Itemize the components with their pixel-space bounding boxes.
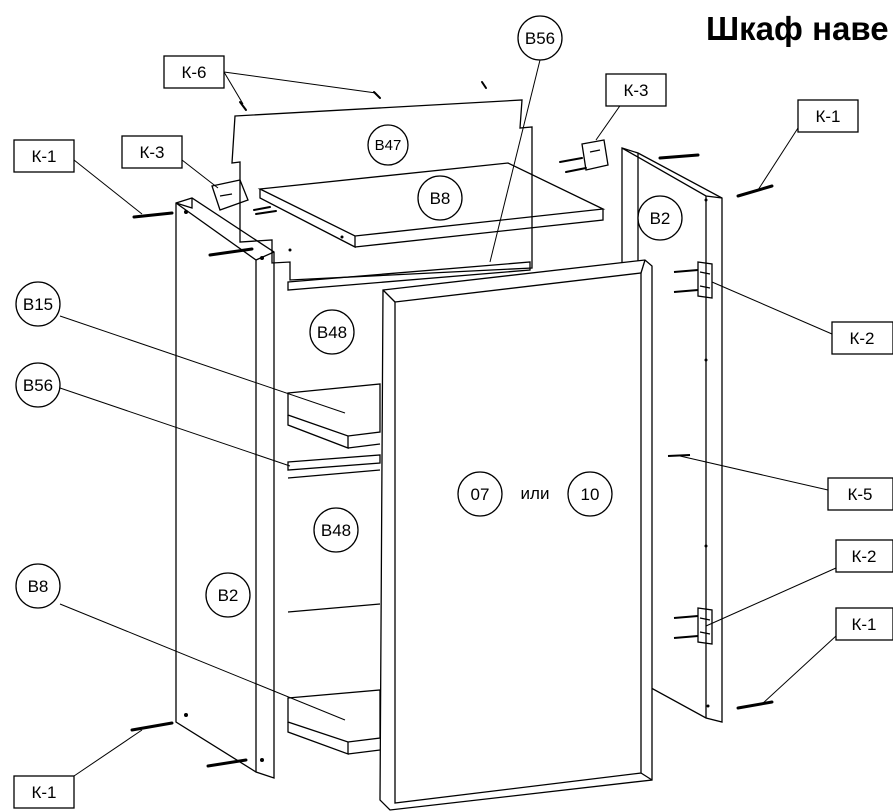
label-k1-bottom-left: К-1 [31, 783, 56, 802]
part-b8-top-circle [417, 175, 463, 221]
label-k1-bottom-right: К-1 [851, 615, 876, 634]
label-door-07: 07 [471, 485, 490, 504]
hinge-upper [697, 261, 713, 299]
part-b56-mid-circle [15, 362, 61, 408]
door-panel [379, 259, 653, 811]
label-k2-lower: К-2 [851, 547, 876, 566]
label-b48-upper: В48 [317, 323, 347, 342]
back-panel [231, 99, 533, 281]
callout-k1-top-right-box [797, 99, 859, 133]
label-door-or: или [521, 484, 550, 503]
left-side-panel [175, 197, 275, 779]
callout-k3-left-box [121, 135, 183, 169]
label-b56-mid: В56 [23, 376, 53, 395]
label-k2-upper: К-2 [849, 329, 874, 348]
bottom-shelf [287, 689, 381, 743]
callout-k1-bottom-left-box [13, 775, 75, 809]
part-b2-left-circle [205, 572, 251, 618]
screw-k1-top-right [736, 184, 774, 198]
callout-k2-lower-box [835, 539, 893, 573]
part-b56-top-circle [517, 15, 563, 61]
label-k1-top-right: К-1 [815, 107, 840, 126]
label-b48-lower: В48 [321, 521, 351, 540]
part-b48-upper-circle [309, 309, 355, 355]
label-b2-left: В2 [218, 586, 239, 605]
part-b15-circle [15, 281, 61, 327]
callout-k5-box [827, 477, 893, 511]
label-b56-top: В56 [525, 29, 555, 48]
part-b8-bottom-circle [15, 563, 61, 609]
part-b47-circle [367, 124, 409, 166]
door-10-circle [567, 471, 613, 517]
label-b47: В47 [375, 137, 402, 154]
label-k3-left: К-3 [139, 143, 164, 162]
callout-k2-upper-box [831, 321, 893, 355]
screw-k6-left [239, 101, 247, 111]
label-k5: К-5 [847, 485, 872, 504]
callout-k1-top-left-box [13, 139, 75, 173]
callout-k1-bottom-right-box [835, 607, 893, 641]
hinge-lower [697, 607, 713, 645]
part-b48-lower-circle [313, 507, 359, 553]
screw-k1-bottom-right [736, 700, 774, 710]
label-b15: В15 [23, 295, 53, 314]
wall-hanger-right [581, 139, 609, 171]
door-07-circle [457, 471, 503, 517]
label-b8-bottom: В8 [28, 577, 49, 596]
label-k3-right: К-3 [623, 81, 648, 100]
top-rail [287, 261, 531, 291]
middle-shelf [287, 383, 381, 437]
middle-rail [287, 454, 381, 471]
part-b2-right-circle [637, 195, 683, 241]
label-k6: К-6 [181, 63, 206, 82]
label-b2-right: В2 [650, 209, 671, 228]
screw-k6-right [481, 81, 487, 89]
label-k1-top-left: К-1 [31, 147, 56, 166]
diagram-title: Шкаф наве [706, 10, 889, 47]
screw-k1-top-left [132, 211, 174, 219]
callout-k3-right-box [605, 73, 667, 107]
wall-hanger-left [211, 179, 249, 211]
callout-k6-box [163, 55, 225, 89]
label-door-10: 10 [581, 485, 600, 504]
screw-k1-bottom-left [130, 721, 174, 732]
label-b8-top: В8 [430, 189, 451, 208]
